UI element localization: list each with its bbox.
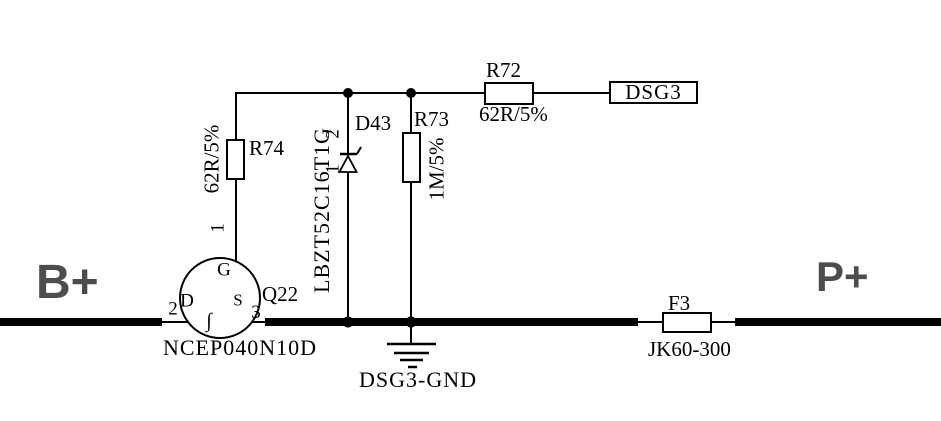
q22-body-mark: ∫ — [206, 310, 212, 332]
rail-label-p-plus: P+ — [816, 253, 869, 300]
f3-ref: F3 — [668, 291, 691, 315]
r73-ref: R73 — [414, 107, 450, 131]
q22-symbol — [160, 257, 266, 339]
dsg3-port-label: DSG3 — [625, 80, 682, 104]
r72-value: 62R/5% — [479, 102, 548, 126]
q22-ref: Q22 — [262, 282, 299, 306]
junction-dots — [342, 88, 417, 328]
junction-dot — [405, 316, 417, 328]
junction-dot — [406, 88, 416, 98]
rail-label-b-plus: B+ — [36, 256, 99, 309]
q22-pin-gate-number: 1 — [207, 223, 229, 233]
d43-pin-anode-number: 1 — [322, 164, 344, 174]
junction-dot — [342, 316, 354, 328]
diode-triangle — [338, 154, 358, 173]
ground-symbol — [387, 326, 436, 369]
d43-part: LBZT52C16T1G — [309, 127, 334, 293]
junction-dot — [343, 88, 353, 98]
f3-part: JK60-300 — [648, 337, 731, 361]
r74-ref: R74 — [249, 136, 285, 160]
r73-value: 1M/5% — [424, 137, 449, 201]
r72-symbol — [484, 82, 534, 105]
r74-value: 62R/5% — [199, 124, 224, 194]
q22-gate-terminal-label: G — [217, 259, 231, 281]
q22-pin-source-number: 3 — [251, 302, 261, 323]
d43-symbol — [338, 93, 362, 322]
q22-drain-terminal-label: D — [180, 290, 194, 312]
q22-pin-drain-number: 2 — [168, 298, 178, 320]
f3-symbol — [638, 312, 736, 333]
dsg3-port-box — [609, 81, 698, 104]
q22-part: NCEP040N10D — [163, 335, 318, 360]
r74-symbol — [226, 93, 245, 262]
d43-ref: D43 — [355, 111, 392, 135]
transistor-body-circle — [179, 257, 261, 339]
d43-pin-cathode-number: 2 — [322, 129, 344, 139]
r72-ref: R72 — [486, 58, 522, 82]
ground-net-label: DSG3-GND — [359, 367, 477, 392]
r73-symbol — [402, 93, 421, 326]
zener-wing — [356, 146, 362, 155]
q22-source-terminal-label: S — [233, 290, 243, 310]
